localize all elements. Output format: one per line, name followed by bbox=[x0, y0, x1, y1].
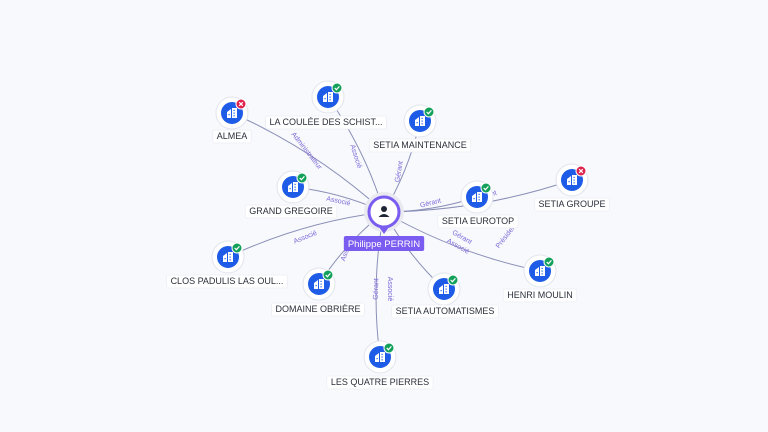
edge-label-maint: Gérant bbox=[394, 161, 405, 183]
company-label: SETIA EUROTOP bbox=[437, 214, 519, 229]
check-icon bbox=[296, 172, 308, 184]
company-name: GRAND GREGOIRE bbox=[249, 206, 333, 216]
company-node-gregoire[interactable]: GRAND GREGOIRE bbox=[244, 170, 338, 219]
company-node-maint[interactable]: SETIA MAINTENANCE bbox=[368, 104, 472, 153]
edge-label-clos: Associé bbox=[293, 230, 318, 246]
check-icon bbox=[480, 182, 492, 194]
edge-almea bbox=[231, 112, 385, 213]
company-name: DOMAINE OBRIÈRE bbox=[275, 304, 360, 314]
company-label: CLOS PADULIS LAS OUL... bbox=[166, 274, 288, 289]
edge-label-gregoire: Associé bbox=[326, 196, 352, 208]
building-icon bbox=[323, 92, 333, 102]
company-node-almea[interactable]: ALMEA bbox=[212, 96, 252, 144]
building-icon bbox=[288, 182, 298, 192]
check-icon bbox=[322, 269, 334, 281]
edge-label-quatre: Gérant bbox=[373, 278, 381, 300]
person-icon bbox=[378, 206, 390, 217]
company-name: SETIA MAINTENANCE bbox=[373, 140, 467, 150]
company-name: HENRI MOULIN bbox=[507, 290, 573, 300]
company-node-eurotop[interactable]: SETIA EUROTOP bbox=[437, 180, 519, 229]
company-node-obriere[interactable]: DOMAINE OBRIÈRE bbox=[271, 267, 365, 317]
company-name: SETIA AUTOMATISMES bbox=[396, 306, 495, 316]
person-name: Philippe PERRIN bbox=[348, 239, 420, 250]
person-node[interactable]: Philippe PERRIN bbox=[343, 192, 425, 251]
check-icon bbox=[423, 106, 435, 118]
company-node-quatre[interactable]: LES QUATRE PIERRES bbox=[326, 340, 434, 390]
company-name: SETIA EUROTOP bbox=[442, 216, 514, 226]
company-name: CLOS PADULIS LAS OUL... bbox=[171, 276, 284, 286]
company-label: LA COULÉE DES SCHIST... bbox=[265, 115, 387, 130]
company-label: SETIA AUTOMATISMES bbox=[391, 304, 499, 319]
check-icon bbox=[543, 256, 555, 268]
company-name: LA COULÉE DES SCHIST... bbox=[269, 117, 382, 127]
check-icon bbox=[231, 242, 243, 254]
building-icon bbox=[439, 284, 449, 294]
edge-label-eurotop: Gérant bbox=[419, 198, 442, 210]
building-icon bbox=[227, 108, 237, 118]
company-label: HENRI MOULIN bbox=[502, 288, 578, 303]
check-icon bbox=[331, 82, 343, 94]
company-label: SETIA GROUPE bbox=[534, 197, 610, 212]
company-name: ALMEA bbox=[217, 131, 248, 141]
company-node-coulee[interactable]: LA COULÉE DES SCHIST... bbox=[265, 80, 387, 130]
company-node-moulin[interactable]: HENRI MOULIN bbox=[502, 254, 578, 303]
check-icon bbox=[383, 342, 395, 354]
building-icon bbox=[567, 175, 577, 185]
edge-label-almea: Administrateur bbox=[290, 131, 324, 171]
check-icon bbox=[447, 274, 459, 286]
edge-label-coulee: Associé bbox=[348, 144, 362, 170]
close-icon bbox=[235, 98, 247, 110]
company-node-groupe[interactable]: SETIA GROUPE bbox=[534, 163, 610, 212]
company-label: ALMEA bbox=[212, 129, 252, 144]
company-label: SETIA MAINTENANCE bbox=[368, 138, 472, 153]
company-label: GRAND GREGOIRE bbox=[244, 204, 338, 219]
company-name: LES QUATRE PIERRES bbox=[331, 377, 429, 387]
company-node-automatismes[interactable]: SETIA AUTOMATISMES bbox=[391, 272, 499, 319]
building-icon bbox=[535, 266, 545, 276]
company-label: LES QUATRE PIERRES bbox=[326, 375, 434, 390]
building-icon bbox=[472, 192, 482, 202]
company-name: SETIA GROUPE bbox=[538, 199, 605, 209]
building-icon bbox=[223, 252, 233, 262]
building-icon bbox=[314, 279, 324, 289]
close-icon bbox=[575, 165, 587, 177]
edge-label-quatre: Associé bbox=[386, 277, 393, 302]
building-icon bbox=[415, 116, 425, 126]
person-label: Philippe PERRIN bbox=[343, 236, 425, 251]
company-label: DOMAINE OBRIÈRE bbox=[271, 302, 365, 317]
company-node-clos[interactable]: CLOS PADULIS LAS OUL... bbox=[166, 240, 288, 289]
building-icon bbox=[375, 352, 385, 362]
